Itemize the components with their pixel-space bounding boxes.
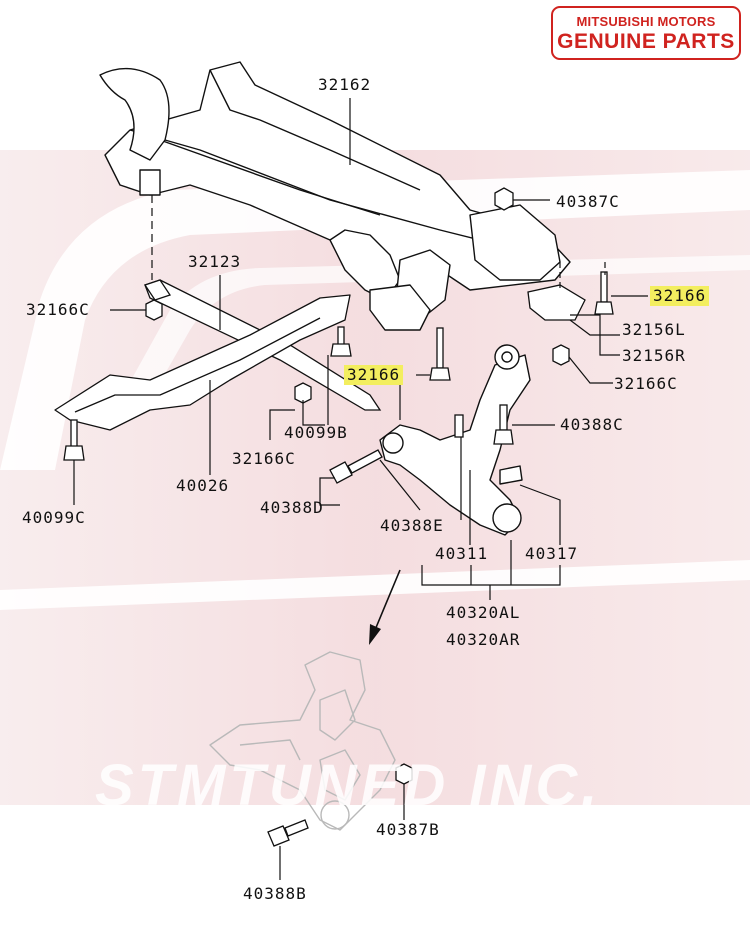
nut-32166c-right <box>552 344 570 366</box>
part-label-40387b: 40387B <box>376 820 440 839</box>
part-label-40320ar: 40320AR <box>446 630 521 649</box>
part-label-32166c-right: 32166C <box>614 374 678 393</box>
part-label-32156l: 32156L <box>622 320 686 339</box>
part-label-32166c-left: 32166C <box>26 300 90 319</box>
part-label-40317: 40317 <box>525 544 579 563</box>
badge-line2: GENUINE PARTS <box>557 30 735 53</box>
part-label-40388b: 40388B <box>243 884 307 903</box>
fasteners <box>63 187 614 847</box>
part-label-32123: 32123 <box>188 252 242 271</box>
part-label-32162: 32162 <box>318 75 372 94</box>
reinforcement-40026 <box>54 294 351 431</box>
watermark-text: STMTUNED INC. <box>95 753 602 818</box>
nut-32166c-left <box>145 299 163 321</box>
part-label-40099c: 40099C <box>22 508 86 527</box>
steering-knuckle <box>209 651 396 831</box>
part-label-32166-right: 32166 <box>650 286 710 306</box>
badge-line1: MITSUBISHI MOTORS <box>576 14 716 29</box>
bolt-32166-right <box>594 271 614 315</box>
nut-40387c <box>494 187 514 211</box>
bolt-40099c <box>63 419 85 461</box>
part-label-32166c-bottom: 32166C <box>232 449 296 468</box>
bolt-40099b <box>330 326 352 357</box>
genuine-parts-badge: MITSUBISHI MOTORS GENUINE PARTS <box>551 6 741 60</box>
nut-32166c-bottom <box>294 382 312 404</box>
bolt-40388b <box>267 819 309 847</box>
arrow <box>369 569 401 645</box>
lower-control-arm <box>379 344 531 536</box>
part-label-40387c: 40387C <box>556 192 620 211</box>
part-label-32166-mid: 32166 <box>344 365 404 385</box>
part-label-40388e: 40388E <box>380 516 444 535</box>
leader-lines <box>73 98 648 880</box>
crossmember-32162 <box>99 61 571 331</box>
part-label-40320al: 40320AL <box>446 603 521 622</box>
part-label-40388d: 40388D <box>260 498 324 517</box>
bolt-40388e <box>454 414 464 438</box>
part-label-40311: 40311 <box>435 544 489 563</box>
part-label-40388c: 40388C <box>560 415 624 434</box>
part-label-40026: 40026 <box>176 476 230 495</box>
part-label-32156r: 32156R <box>622 346 686 365</box>
part-label-40099b: 40099B <box>284 423 348 442</box>
bolt-32166-mid <box>429 327 451 381</box>
nut-40387b <box>395 763 413 785</box>
bolt-40388d <box>329 449 383 484</box>
bolt-40388c <box>493 404 514 445</box>
